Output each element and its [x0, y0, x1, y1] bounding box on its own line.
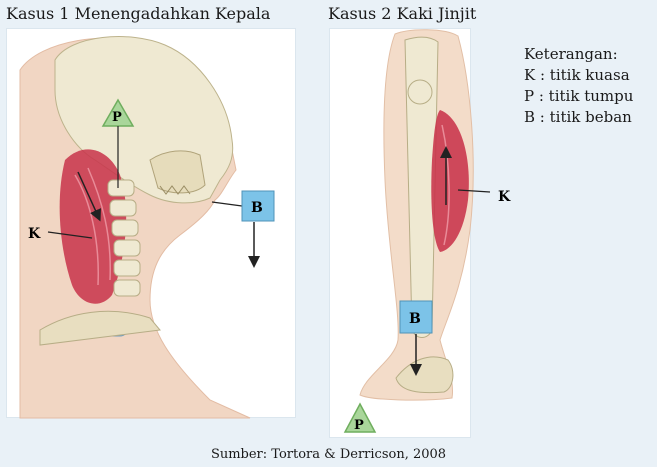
legend-heading: Keterangan: — [524, 45, 618, 63]
label-k-case1: K — [28, 226, 41, 242]
effort-arrow-case1 — [77, 171, 101, 222]
effort-pointer-case2 — [457, 189, 491, 193]
legend: Keterangan: K : titik kuasa P : titik tu… — [524, 44, 633, 128]
source-caption: Sumber: Tortora & Derricson, 2008 — [210, 447, 447, 462]
load-pointer-case1 — [211, 201, 243, 207]
label-p-case1: P — [112, 110, 122, 125]
load-box-case1 — [241, 190, 275, 222]
legend-item-k: K : titik kuasa — [524, 66, 630, 84]
legend-item-b: B : titik beban — [524, 108, 632, 126]
label-b-case1: B — [251, 200, 263, 216]
fulcrum-triangle-case2 — [343, 402, 377, 433]
leg-bones — [395, 36, 454, 394]
label-k-case2: K — [498, 189, 511, 205]
legend-item-p: P : titik tumpu — [524, 87, 634, 105]
label-p-case2: P — [354, 418, 364, 433]
case1-title: Kasus 1 Menengadahkan Kepala — [6, 4, 271, 23]
load-box-case2 — [399, 300, 433, 334]
cervical-spine — [39, 179, 161, 346]
calf-muscle — [431, 110, 469, 252]
label-b-case2: B — [409, 311, 421, 327]
case2-title: Kasus 2 Kaki Jinjit — [328, 4, 477, 23]
effort-pointer-case1 — [47, 231, 93, 239]
